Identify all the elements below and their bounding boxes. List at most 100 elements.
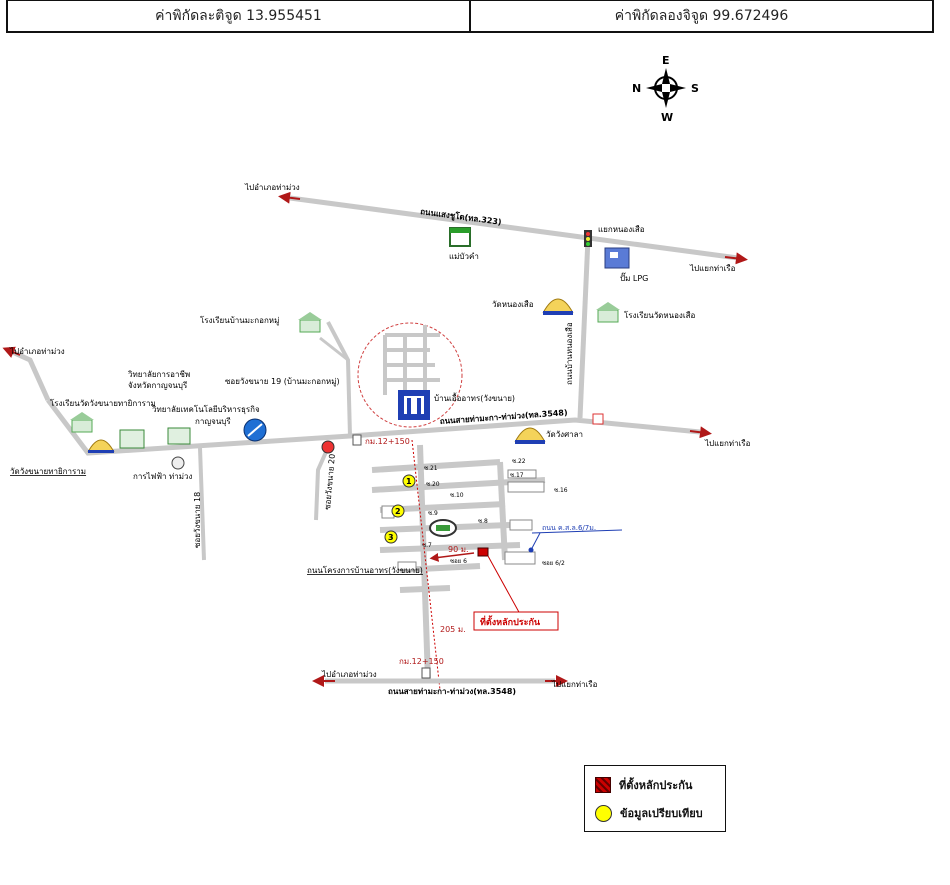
label-soi-20-neighborhood: ซ.20 <box>426 481 440 488</box>
legend-comparison-swatch <box>595 804 612 822</box>
ks-road-pointer <box>530 532 541 551</box>
label-km-bottom: กม.12+150 <box>399 657 444 666</box>
traffic-light-icon <box>584 230 592 247</box>
legend-collateral-label: ที่ตั้งหลักประกัน <box>619 779 693 792</box>
label-road-nong-suea: ถนนบ้านหนองเสือ <box>565 322 574 385</box>
temple-icon-wang-sala <box>514 427 546 444</box>
label-to-tha-muang-bottom: ไปอำเภอท่าม่วง <box>321 670 377 679</box>
arrow-to-tha-ruea-top <box>724 252 748 265</box>
temple-icon-nong-suea <box>542 298 574 315</box>
housing-blocks <box>381 469 545 571</box>
school-icon-makok <box>298 312 322 333</box>
label-lpg: ปั๊ม LPG <box>620 272 648 283</box>
store-icon <box>592 413 604 425</box>
label-electricity: การไฟฟ้า ท่าม่วง <box>133 472 193 481</box>
label-road-saengchuto: ถนนแสงชูโต(ทล.323) <box>420 206 503 228</box>
label-ban-uea-arthorn: บ้านเอื้ออาทร(วังขนาย) <box>434 392 515 403</box>
distance-arrow-90 <box>429 552 475 562</box>
label-road-ks: ถนน ค.ส.ล.6/7ม. <box>542 524 596 532</box>
electricity-icon <box>171 456 185 470</box>
label-soi-19: ซอยวังขนาย 19 (บ้านมะกอกหมู่) <box>225 377 340 387</box>
label-km-top: กม.12+150 <box>365 437 410 446</box>
pin-callout-box <box>473 611 559 631</box>
label-to-tha-muang-top: ไปอำเภอท่าม่วง <box>244 183 300 192</box>
label-soi-6-2: ซอย 6/2 <box>542 560 565 567</box>
legend-comparison-label: ข้อมูลเปรียบเทียบ <box>620 807 703 820</box>
road-soi-19-branch <box>319 336 349 362</box>
label-soi-7: ซ.7 <box>422 542 432 549</box>
label-pin: ที่ตั้งหลักประกัน <box>480 615 541 628</box>
label-tech-2: กาญจนบุรี <box>195 417 231 426</box>
label-vocational-1: วิทยาลัยการอาชีพ <box>127 370 190 379</box>
label-distance-205: 205 ม. <box>440 625 466 634</box>
label-wat-wang: วัดวังขนายทายิการาม <box>10 467 86 476</box>
label-school-wat-wang: โรงเรียนวัดวังขนายทายิการาม <box>50 398 156 408</box>
label-wat-wang-sala: วัดวังศาลา <box>546 430 583 439</box>
svg-text:3: 3 <box>388 533 394 542</box>
tech-college-icon <box>167 427 191 445</box>
compass-e: E <box>662 54 670 67</box>
compass-n: N <box>632 82 641 95</box>
label-wat-nong-suea: วัดหนองเสือ <box>492 300 534 309</box>
compass-w: W <box>661 111 673 124</box>
km-post-icon-top <box>352 434 362 446</box>
svg-text:1: 1 <box>406 477 412 486</box>
label-tech-1: วิทยาลัยเทคโนโลยีบริหารธุรกิจ <box>151 404 260 414</box>
label-soi-10: ซ.10 <box>450 492 464 499</box>
label-soi-6: ซอย 6 <box>450 558 467 565</box>
label-to-tha-ruea-top: ไปแยกท่าเรือ <box>689 264 736 273</box>
college-logo-icon <box>243 418 267 442</box>
road-nong-suea <box>577 237 591 419</box>
market-icon <box>449 227 471 247</box>
housing-area-roads <box>383 325 440 395</box>
gas-station-icon <box>604 247 630 269</box>
housing-logo-icon <box>398 390 430 420</box>
temple-icon-wat-wang <box>87 439 115 453</box>
km-post-icon-bottom <box>421 667 431 679</box>
legend-collateral: ที่ตั้งหลักประกัน <box>595 776 692 794</box>
collateral-pin <box>477 547 489 557</box>
latitude-value: ค่าพิกัดละติจูด 13.955451 <box>155 8 322 24</box>
pin-reference-line <box>411 439 441 691</box>
arrow-to-tha-muang-left <box>2 346 21 358</box>
compass-rose: E N S W <box>632 54 699 124</box>
school-icon-wat-wang <box>70 412 94 433</box>
road-saengchuto <box>289 195 739 261</box>
school-icon-nong-suea <box>596 302 620 323</box>
road-main-west <box>6 347 51 402</box>
label-soi-9: ซ.9 <box>428 510 438 517</box>
label-soi-22: ซ.22 <box>512 458 526 465</box>
legend-comparison: ข้อมูลเปรียบเทียบ <box>595 804 703 822</box>
label-soi-21: ซ.21 <box>424 465 438 472</box>
label-school-wat-nong-suea: โรงเรียนวัดหนองเสือ <box>624 310 695 320</box>
road-soi-18 <box>198 447 206 561</box>
housing-area-circle <box>357 322 463 428</box>
label-soi-20: ซอยวังขนาย 20 <box>323 453 337 510</box>
coordinate-header: ค่าพิกัดละติจูด 13.955451 ค่าพิกัดลองจิจ… <box>6 0 934 33</box>
label-road-main-bottom: ถนนสายท่ามะกา-ท่าม่วง(ทล.3548) <box>388 687 516 696</box>
comparison-marker-3: 3 <box>384 530 398 544</box>
label-road-housing: ถนนโครงการบ้านอาทร(วังขนาย) <box>307 565 423 575</box>
map-legend: ที่ตั้งหลักประกัน ข้อมูลเปรียบเทียบ <box>584 765 726 832</box>
label-vocational-2: จังหวัดกาญจนบุรี <box>128 381 188 390</box>
label-to-tha-ruea-mid: ไปแยกท่าเรือ <box>704 439 751 448</box>
ks-road-line <box>531 529 623 534</box>
label-nong-suea-junction: แยกหนองเสือ <box>598 225 645 234</box>
label-to-tha-muang-left: ไปอำเภอท่าม่วง <box>9 347 65 356</box>
label-soi-8: ซ.8 <box>478 518 488 525</box>
label-school-makok: โรงเรียนบ้านมะกอกหมู่ <box>200 315 279 326</box>
vocational-college-icon <box>119 429 145 449</box>
compass-s: S <box>691 82 699 95</box>
legend-collateral-swatch <box>595 777 611 793</box>
school-icon-neighborhood <box>429 519 457 537</box>
svg-text:2: 2 <box>395 507 401 516</box>
arrow-to-tha-muang-top <box>278 191 301 204</box>
comparison-marker-1: 1 <box>402 474 416 488</box>
longitude-value: ค่าพิกัดลองจิจูด 99.672496 <box>469 1 932 31</box>
label-soi-18: ซอยวังขนาย 18 <box>193 492 202 548</box>
label-soi-16: ซ.16 <box>554 487 568 494</box>
label-distance-90: 90 ม. <box>448 545 469 554</box>
arrow-to-tha-ruea-mid <box>689 426 712 439</box>
label-soi-17: ซ.17 <box>510 472 524 479</box>
